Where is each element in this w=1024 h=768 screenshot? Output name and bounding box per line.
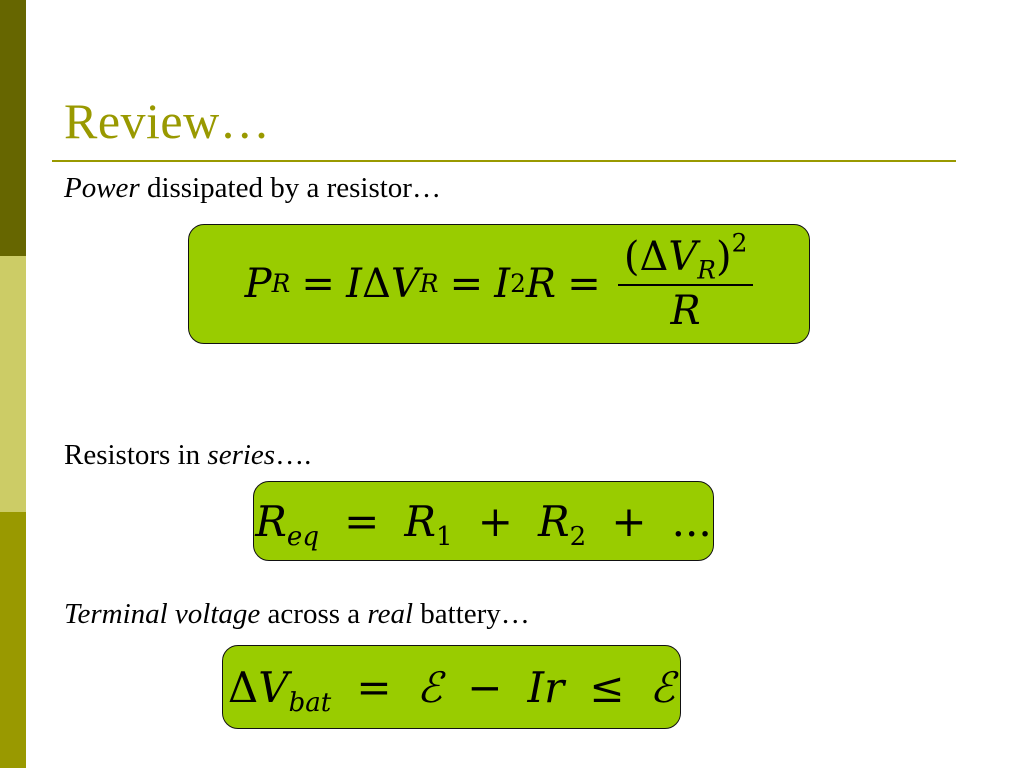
eq-symbol-V: V [390, 261, 420, 307]
eq-minus: − [467, 662, 503, 712]
eq-delta: Δ [361, 261, 391, 307]
eq-subscript-1: 1 [436, 521, 453, 552]
eq-ellipsis: ... [671, 496, 712, 546]
battery-heading: Terminal voltage across a real battery… [64, 598, 530, 631]
eq-symbol-I: I [527, 662, 545, 712]
eq-equals: = [356, 662, 392, 712]
series-equation-box: Req = R1 + R2 + ... [253, 481, 714, 561]
eq-fraction-bar [617, 284, 754, 286]
eq-subscript-bat: bat [288, 687, 332, 718]
battery-heading-mid: across a [260, 598, 368, 630]
power-heading-italic: Power [64, 172, 140, 204]
eq-symbol-R: R [404, 496, 437, 546]
battery-heading-italic-2: real [367, 598, 414, 630]
eq-paren-close: ) [715, 234, 732, 280]
eq-superscript-2: 2 [731, 228, 748, 258]
slide-title: Review… [64, 93, 271, 149]
sidebar-stripe-middle [0, 256, 26, 512]
eq-symbol-I: I [346, 261, 362, 307]
eq-subscript-R: R [697, 255, 716, 285]
eq-denominator: R [670, 288, 701, 334]
eq-subscript-eq: eq [286, 521, 319, 552]
eq-fraction: (ΔVR)2 R [617, 231, 754, 334]
eq-numerator: (ΔVR)2 [618, 231, 753, 285]
eq-equals: = [344, 496, 380, 546]
power-heading: Power dissipated by a resistor… [64, 172, 441, 205]
series-heading-prefix: Resistors in [64, 439, 208, 471]
eq-subscript-2: 2 [569, 521, 587, 552]
battery-equation: ΔVbat = ℰ − Ir ≤ ℰ [227, 662, 676, 716]
sidebar-stripe-bottom [0, 512, 26, 768]
eq-emf: ℰ [416, 662, 443, 712]
title-divider [52, 160, 956, 162]
eq-symbol-I: I [494, 261, 511, 307]
eq-plus: + [611, 496, 647, 546]
eq-symbol-V: V [258, 662, 289, 712]
battery-heading-italic-1: Terminal voltage [64, 598, 261, 630]
eq-emf: ℰ [649, 662, 676, 712]
eq-plus: + [477, 496, 513, 546]
eq-delta: Δ [227, 662, 259, 712]
eq-symbol-P: P [244, 261, 272, 307]
battery-heading-suffix: battery… [413, 598, 530, 630]
series-heading-suffix: …. [275, 439, 312, 471]
eq-equals: = [567, 261, 601, 307]
eq-paren-open: ( [623, 234, 640, 280]
series-heading: Resistors in series…. [64, 439, 311, 472]
series-heading-italic: series [207, 439, 276, 471]
battery-equation-box: ΔVbat = ℰ − Ir ≤ ℰ [222, 645, 681, 729]
eq-equals: = [301, 261, 335, 307]
eq-symbol-R: R [255, 496, 287, 546]
eq-symbol-r: r [544, 662, 565, 712]
eq-less-equal: ≤ [589, 662, 625, 712]
eq-symbol-R: R [525, 261, 556, 307]
eq-delta: Δ [639, 234, 669, 280]
eq-symbol-R: R [538, 496, 570, 546]
sidebar-stripe-top [0, 0, 26, 256]
eq-equals: = [449, 261, 484, 307]
power-heading-rest: dissipated by a resistor… [139, 172, 441, 204]
series-equation: Req = R1 + R2 + ... [255, 496, 712, 550]
eq-symbol-V: V [668, 234, 698, 280]
